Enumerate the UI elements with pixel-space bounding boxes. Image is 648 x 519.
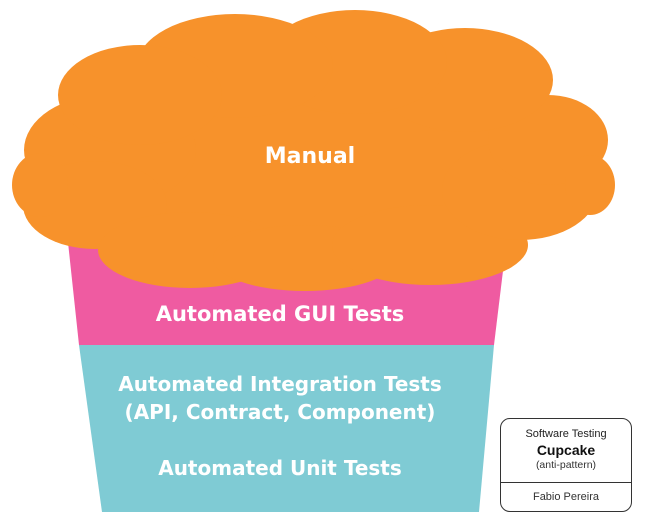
manual-cloud	[12, 10, 615, 291]
manual-label: Manual	[264, 144, 356, 169]
integration-tests-sublabel: (API, Contract, Component)	[124, 400, 436, 424]
integration-unit-layer	[79, 345, 494, 512]
unit-tests-label: Automated Unit Tests	[158, 456, 402, 480]
gui-tests-label: Automated GUI Tests	[155, 302, 405, 326]
caption-name: Cupcake	[536, 442, 596, 458]
caption-box: Software Testing Cupcake (anti-pattern) …	[500, 418, 632, 512]
caption-title: Software Testing	[525, 428, 607, 440]
caption-note: (anti-pattern)	[535, 459, 597, 471]
caption-author: Fabio Pereira	[532, 491, 600, 503]
integration-tests-label: Automated Integration Tests	[118, 372, 442, 396]
caption-header: Software Testing Cupcake (anti-pattern)	[501, 419, 631, 483]
